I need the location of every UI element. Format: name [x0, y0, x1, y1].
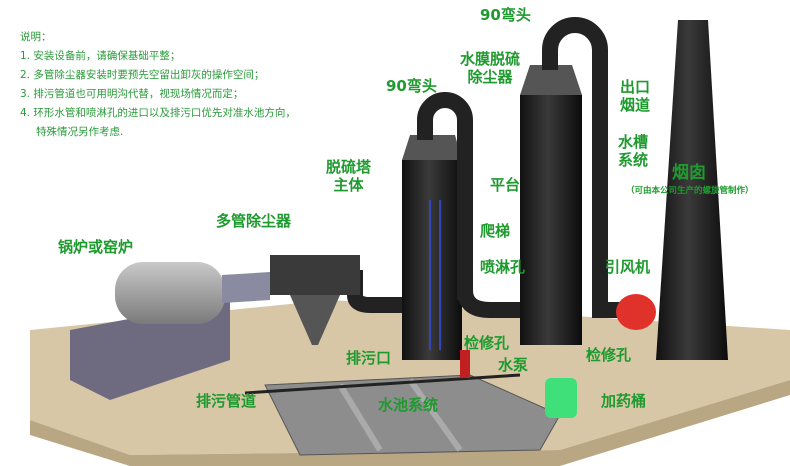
label-manhole-right: 检修孔	[586, 346, 632, 364]
multi-tube-collector	[270, 255, 360, 295]
label-line: 烟道	[620, 96, 651, 114]
note-item: 2. 多管除尘器安装时要预先空留出卸灰的操作空间；	[20, 69, 265, 81]
notes-block: 说明： 1. 安装设备前，请确保基础平整； 2. 多管除尘器安装时要预先空留出卸…	[20, 28, 296, 142]
label-outlet: 出口烟道	[620, 78, 650, 114]
pool-wall	[337, 383, 383, 452]
label-line: 主体	[333, 176, 364, 194]
label-fan: 引风机	[605, 258, 651, 276]
label-line: 除尘器	[467, 68, 513, 86]
dosing-tank	[545, 378, 577, 418]
boiler-drum	[115, 262, 225, 324]
label-multi-tube: 多管除尘器	[216, 212, 292, 230]
label-line: 水膜脱硫	[460, 50, 521, 68]
label-water-film: 水膜脱硫除尘器	[460, 50, 520, 86]
label-tank: 水槽系统	[618, 133, 648, 169]
notes-title: 说明：	[20, 31, 52, 43]
water-pump	[460, 350, 470, 378]
label-line: 脱硫塔	[326, 158, 372, 176]
label-chimney: 烟囱	[672, 163, 706, 183]
label-dosing-tank: 加药桶	[601, 392, 647, 410]
connect-pipe	[457, 289, 520, 318]
ground-edge	[30, 380, 790, 466]
note-item: 1. 安装设备前，请确保基础平整；	[20, 50, 181, 62]
scrubber-cone	[520, 65, 582, 95]
label-spray-hole: 喷淋孔	[480, 258, 526, 276]
label-drain-pipe: 排污管道	[196, 392, 257, 410]
pool-wall	[407, 378, 463, 452]
inlet-pipe	[347, 270, 402, 313]
desulfurization-tower	[402, 160, 462, 360]
drain-pipe	[244, 373, 521, 395]
label-boiler: 锅炉或窑炉	[58, 238, 134, 256]
label-pool: 水池系统	[378, 396, 439, 414]
label-manhole-left: 检修孔	[464, 334, 510, 352]
label-pump: 水泵	[498, 356, 529, 374]
label-line: 出口	[620, 78, 651, 96]
collector-hopper	[290, 295, 340, 345]
boiler-base	[70, 300, 230, 400]
label-ladder: 爬梯	[480, 222, 511, 240]
label-platform: 平台	[490, 176, 521, 194]
water-pool	[264, 374, 561, 456]
label-elbow-left: 90弯头	[386, 77, 437, 95]
elbow-pipe-left	[417, 92, 473, 300]
water-film-scrubber	[520, 95, 582, 345]
chimney	[656, 20, 728, 360]
elbow-pipe-right	[542, 17, 640, 318]
tower-cone	[402, 135, 462, 160]
induced-fan	[616, 294, 656, 330]
label-line: 系统	[618, 151, 649, 169]
label-elbow-right: 90弯头	[480, 6, 531, 24]
note-item: 特殊情况另作考虑.	[36, 126, 124, 138]
label-chimney-note: （可由本公司生产的螺旋管制作）	[626, 186, 754, 196]
note-item: 4. 环形水管和喷淋孔的进口以及排污口优先对准水池方向，	[20, 107, 296, 119]
label-drain-outlet: 排污口	[346, 349, 392, 367]
note-item: 3. 排污管道也可用明沟代替，视现场情况而定；	[20, 88, 244, 100]
label-line: 水槽	[618, 133, 649, 151]
flue-duct	[222, 272, 270, 303]
label-tower: 脱硫塔主体	[326, 158, 371, 194]
